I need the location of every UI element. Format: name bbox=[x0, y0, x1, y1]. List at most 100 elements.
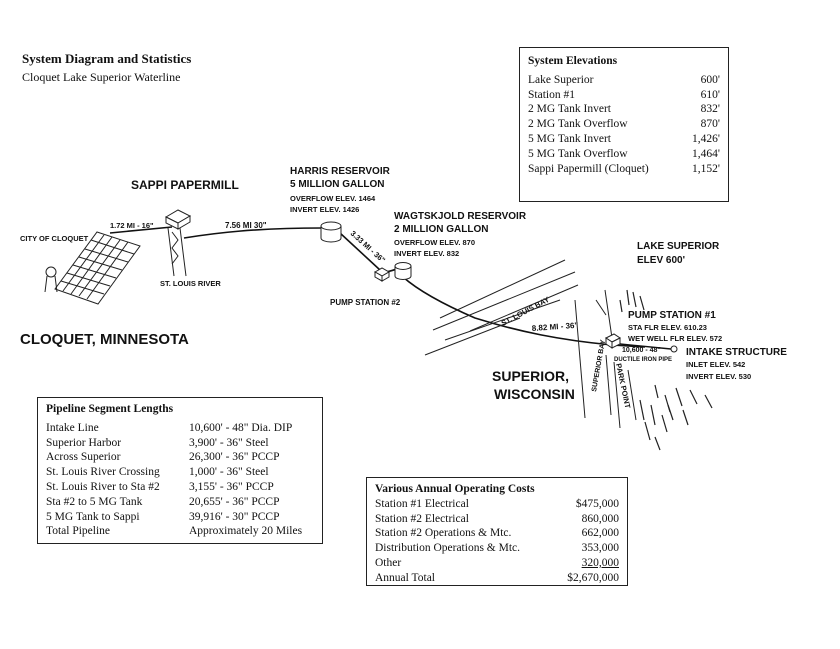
elevation-label: 5 MG Tank Invert bbox=[528, 132, 611, 145]
elevation-label: Sappi Papermill (Cloquet) bbox=[528, 162, 649, 175]
intake-inlet-label: INLET ELEV. 542 bbox=[686, 360, 745, 369]
harris-invert-label: INVERT ELEV. 1426 bbox=[290, 205, 359, 214]
pipeline-value: 1,000' - 36" Steel bbox=[189, 466, 269, 479]
sappi-papermill-label: SAPPI PAPERMILL bbox=[131, 178, 239, 192]
cost-row: Station #2 Electrical 860,000 bbox=[375, 512, 619, 527]
pipeline-row: Across Superior 26,300' - 36" PCCP bbox=[46, 450, 314, 465]
lake-waves bbox=[619, 289, 713, 451]
cost-label: Annual Total bbox=[375, 571, 435, 584]
wagtskjold-invert-label: INVERT ELEV. 832 bbox=[394, 249, 459, 258]
lake-elevation-label: ELEV 600' bbox=[637, 255, 685, 266]
cost-row: Annual Total $2,670,000 bbox=[375, 571, 619, 586]
elevation-row: 2 MG Tank Invert 832' bbox=[528, 102, 720, 117]
pump-station-1-wetwell-label: WET WELL FLR ELEV. 572 bbox=[628, 334, 722, 343]
cost-total-value: $2,670,000 bbox=[567, 571, 619, 584]
cost-label: Distribution Operations & Mtc. bbox=[375, 542, 521, 555]
st-louis-bay-shore bbox=[424, 259, 579, 356]
page-title: System Diagram and Statistics bbox=[22, 51, 192, 66]
operating-costs-panel: Various Annual Operating Costs Station #… bbox=[366, 477, 628, 586]
pipeline-row: St. Louis River Crossing 1,000' - 36" Ste… bbox=[46, 465, 314, 480]
cost-row: Station #2 Operations & Mtc.662,000 bbox=[375, 526, 619, 541]
operating-costs-title: Various Annual Operating Costs bbox=[375, 483, 535, 495]
segment-sappi-harris-label: 7.56 MI 30" bbox=[225, 221, 267, 230]
pump-station-1-title: PUMP STATION #1 bbox=[628, 310, 716, 321]
segment-cloquet-label: 1.72 MI - 16" bbox=[110, 221, 154, 230]
elevation-row: Sappi Papermill (Cloquet) 1,152' bbox=[528, 162, 720, 177]
pipeline-label: 5 MG Tank to Sappi bbox=[46, 510, 140, 523]
superior-label: SUPERIOR, bbox=[492, 368, 569, 384]
cost-value: 860,000 bbox=[581, 512, 619, 525]
wisconsin-label: WISCONSIN bbox=[494, 386, 575, 402]
cloquet-minnesota-label: CLOQUET, MINNESOTA bbox=[20, 331, 189, 348]
pipeline-label: Superior Harbor bbox=[46, 436, 122, 449]
pipeline-value: 20,655' - 36" PCCP bbox=[189, 495, 280, 508]
elevation-value: 1,152' bbox=[692, 162, 720, 175]
pipeline-value: 3,155' - 36" PCCP bbox=[189, 480, 274, 493]
st-louis-river-label: ST. LOUIS RIVER bbox=[160, 279, 221, 288]
pipeline-row: Total Pipeline Approximately 20 Miles bbox=[46, 524, 314, 539]
pipeline-label: Across Superior bbox=[46, 451, 121, 464]
segment-superior-label: 8.82 MI - 36" bbox=[532, 321, 579, 333]
harris-overflow-label: OVERFLOW ELEV. 1464 bbox=[290, 194, 376, 203]
superior-bay-shore bbox=[574, 289, 637, 429]
pipeline-value: Approximately 20 Miles bbox=[189, 525, 303, 538]
wagtskjold-reservoir-tank bbox=[394, 262, 412, 280]
cost-value: 662,000 bbox=[581, 527, 619, 540]
pump-station-1-floor-label: STA FLR ELEV. 610.23 bbox=[628, 323, 707, 332]
pump-station-1-icon bbox=[605, 333, 621, 349]
lake-superior-label: LAKE SUPERIOR bbox=[637, 241, 720, 252]
superior-bay-label: SUPERIOR BAY bbox=[591, 339, 607, 392]
intake-pipe bbox=[619, 343, 672, 350]
elevation-value: 832' bbox=[700, 103, 720, 116]
cost-row: Distribution Operations & Mtc. 353,000 bbox=[375, 541, 619, 556]
wagtskjold-overflow-label: OVERFLOW ELEV. 870 bbox=[394, 238, 475, 247]
cost-label: Station #1 Electrical bbox=[375, 497, 469, 510]
city-grid bbox=[54, 231, 141, 305]
pipeline-label: St. Louis River Crossing bbox=[46, 466, 160, 479]
park-point-label: PARK POINT bbox=[614, 363, 632, 410]
pipeline-label: Sta #2 to 5 MG Tank bbox=[46, 495, 143, 508]
water-tower-icon bbox=[44, 266, 58, 293]
pipeline-label: Total Pipeline bbox=[46, 525, 111, 538]
intake-structure-icon bbox=[670, 345, 678, 353]
ductile-iron-label: DUCTILE IRON PIPE bbox=[614, 357, 672, 363]
elevation-label: 2 MG Tank Overflow bbox=[528, 118, 628, 131]
pipeline-label: St. Louis River to Sta #2 bbox=[46, 480, 160, 493]
pipeline-row: 5 MG Tank to Sappi 39,916' - 30" PCCP bbox=[46, 510, 314, 525]
pump-station-2-icon bbox=[373, 267, 391, 282]
pipeline-row: Sta #2 to 5 MG Tank 20,655' - 36" PCCP bbox=[46, 495, 314, 510]
elevation-label: 5 MG Tank Overflow bbox=[528, 147, 628, 160]
pipeline-value: 26,300' - 36" PCCP bbox=[189, 451, 280, 464]
pump-station-2-label: PUMP STATION #2 bbox=[330, 298, 401, 307]
elevation-value: 870' bbox=[700, 118, 720, 131]
pipeline-label: Intake Line bbox=[46, 421, 99, 434]
pipeline-value: 10,600' - 48" Dia. DIP bbox=[189, 421, 293, 434]
pipeline-row: Intake Line 10,600' - 48" Dia. DIP bbox=[46, 421, 314, 436]
page-subtitle: Cloquet Lake Superior Waterline bbox=[22, 70, 181, 84]
wagtskjold-title: WAGTSKJOLD RESERVOIR bbox=[394, 211, 527, 222]
intake-structure-title: INTAKE STRUCTURE bbox=[686, 347, 787, 358]
harris-capacity-label: 5 MILLION GALLON bbox=[290, 179, 384, 190]
elevation-label: Station #1 bbox=[528, 88, 575, 101]
elevation-row: 2 MG Tank Overflow 870' bbox=[528, 117, 720, 132]
segment-intake-label: 10,600 - 48" bbox=[622, 347, 661, 354]
pipeline-value: 39,916' - 30" PCCP bbox=[189, 510, 280, 523]
harris-reservoir-tank bbox=[320, 221, 342, 243]
elevation-label: 2 MG Tank Invert bbox=[528, 103, 611, 116]
st-louis-river-icon bbox=[167, 227, 187, 277]
papermill-building-icon bbox=[164, 209, 192, 230]
wagtskjold-capacity-label: 2 MILLION GALLON bbox=[394, 224, 488, 235]
city-of-cloquet-label: CITY OF CLOQUET bbox=[20, 234, 89, 243]
elevation-value: 600' bbox=[700, 73, 720, 86]
cost-label: Station #2 Electrical bbox=[375, 512, 469, 525]
cost-value: 353,000 bbox=[581, 542, 619, 555]
pipeline-row: St. Louis River to Sta #2 3,155' - 36" PC… bbox=[46, 480, 314, 495]
system-elevations-title: System Elevations bbox=[528, 55, 618, 67]
